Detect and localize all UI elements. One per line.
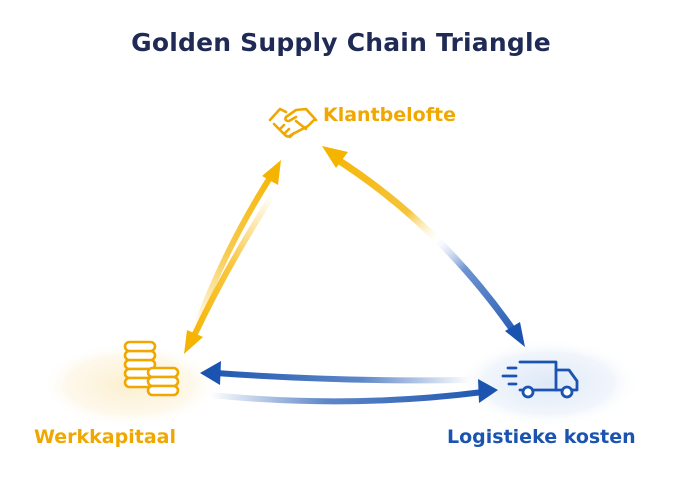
arrow-klantbelofte-logistieke-kosten xyxy=(322,146,525,347)
arrow-werkkapitaal-to-klantbelofte xyxy=(192,160,281,333)
diagram-title: Golden Supply Chain Triangle xyxy=(131,28,551,57)
right-node-glow xyxy=(456,339,640,427)
arrow-logistieke-kosten-to-werkkapitaal xyxy=(200,361,473,385)
node-label-klantbelofte: Klantbelofte xyxy=(323,104,456,126)
arrow-werkkapitaal-to-logistieke-kosten xyxy=(207,379,498,405)
node-label-werkkapitaal: Werkkapitaal xyxy=(34,426,176,448)
node-label-logistieke-kosten: Logistieke kosten xyxy=(447,426,636,448)
delivery-truck-icon xyxy=(501,360,579,399)
handshake-icon xyxy=(268,107,318,139)
arrow-klantbelofte-to-werkkapitaal xyxy=(184,193,275,354)
coins-icon xyxy=(123,340,180,397)
